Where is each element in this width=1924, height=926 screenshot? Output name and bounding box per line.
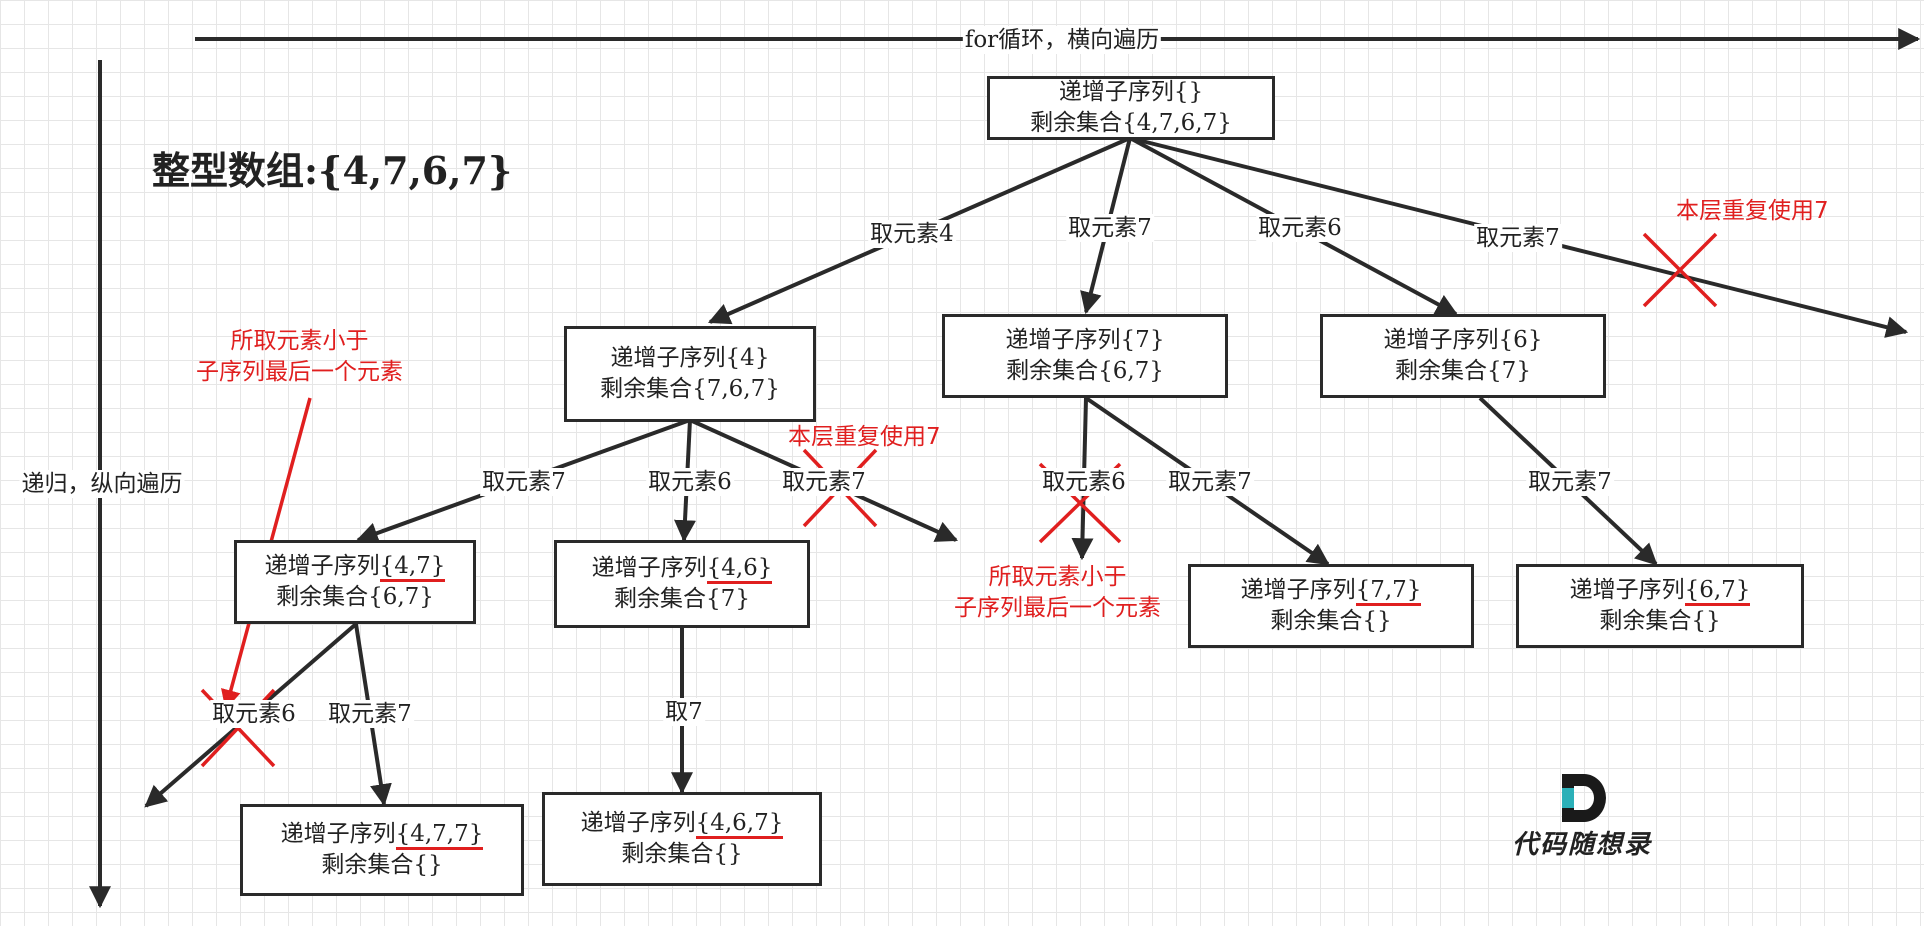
horizontal-axis-label: for循环，横向遍历 — [962, 26, 1162, 54]
node-4-subsequence: 递增子序列{4} — [610, 345, 770, 371]
vertical-axis-label: 递归，纵向遍历 — [19, 470, 185, 498]
node-6: 递增子序列{6} 剩余集合{7} — [1320, 314, 1606, 398]
annotation-smaller-mid-line1: 所取元素小于 — [988, 564, 1127, 590]
node-4-6-7-prefix: 递增子序列 — [580, 810, 696, 836]
node-4: 递增子序列{4} 剩余集合{7,6,7} — [564, 326, 816, 422]
edge-label-root-6: 取元素6 — [1256, 214, 1344, 242]
annotation-smaller-mid-line2: 子序列最后一个元素 — [954, 595, 1161, 621]
node-7-subsequence: 递增子序列{7} — [1005, 327, 1165, 353]
edge-label-root-4: 取元素4 — [868, 220, 956, 248]
edge-label-n6-7: 取元素7 — [1526, 468, 1614, 496]
node-7-7: 递增子序列{7,7} 剩余集合{} — [1188, 564, 1474, 648]
node-4-6: 递增子序列{4,6} 剩余集合{7} — [554, 540, 810, 628]
node-root-subsequence: 递增子序列{} — [1058, 79, 1204, 105]
annotation-duplicate-mid: 本层重复使用7 — [788, 424, 941, 450]
node-7-7-prefix: 递增子序列 — [1240, 577, 1356, 603]
node-4-7-7-remaining: 剩余集合{} — [321, 852, 443, 878]
node-4-6-7-remaining: 剩余集合{} — [621, 841, 743, 867]
cross-top-right — [1642, 232, 1718, 308]
annotation-smaller-mid: 所取元素小于 子序列最后一个元素 — [954, 562, 1161, 624]
edge-label-n46-7: 取7 — [663, 698, 705, 726]
node-7: 递增子序列{7} 剩余集合{6,7} — [942, 314, 1228, 398]
node-4-6-remaining: 剩余集合{7} — [614, 586, 750, 612]
edge-label-n47-7: 取元素7 — [326, 700, 414, 728]
node-4-7-7-prefix: 递增子序列 — [280, 821, 396, 847]
edge-label-root-7: 取元素7 — [1066, 214, 1154, 242]
node-4-7-remaining: 剩余集合{6,7} — [276, 584, 434, 610]
edge-label-n4-7b: 取元素7 — [780, 468, 868, 496]
node-4-7-prefix: 递增子序列 — [264, 553, 380, 579]
node-7-remaining: 剩余集合{6,7} — [1006, 358, 1164, 384]
edge-label-n7-7: 取元素7 — [1166, 468, 1254, 496]
node-7-7-remaining: 剩余集合{} — [1270, 608, 1392, 634]
edge-label-root-7b: 取元素7 — [1474, 224, 1562, 252]
node-4-7-7: 递增子序列{4,7,7} 剩余集合{} — [240, 804, 524, 896]
node-6-7-prefix: 递增子序列 — [1569, 577, 1685, 603]
annotation-smaller-left-line1: 所取元素小于 — [230, 328, 369, 354]
node-6-7: 递增子序列{6,7} 剩余集合{} — [1516, 564, 1804, 648]
node-root: 递增子序列{} 剩余集合{4,7,6,7} — [987, 76, 1275, 140]
edge-label-n4-7: 取元素7 — [480, 468, 568, 496]
edge-label-n4-6: 取元素6 — [646, 468, 734, 496]
annotation-smaller-left-line2: 子序列最后一个元素 — [196, 359, 403, 385]
node-4-7: 递增子序列{4,7} 剩余集合{6,7} — [234, 540, 476, 624]
node-4-6-set: {4,6} — [706, 555, 773, 584]
node-6-subsequence: 递增子序列{6} — [1383, 327, 1543, 353]
node-4-6-7-set: {4,6,7} — [695, 810, 784, 839]
node-4-6-prefix: 递增子序列 — [591, 555, 707, 581]
annotation-smaller-left: 所取元素小于 子序列最后一个元素 — [196, 326, 403, 388]
node-6-7-remaining: 剩余集合{} — [1599, 608, 1721, 634]
logo: 代码随想录 — [1502, 774, 1662, 864]
logo-d-icon — [1562, 774, 1606, 822]
node-4-remaining: 剩余集合{7,6,7} — [600, 376, 780, 402]
array-title: 整型数组:{4,7,6,7} — [152, 148, 513, 193]
edge-label-n47-6: 取元素6 — [210, 700, 298, 728]
logo-text: 代码随想录 — [1511, 830, 1652, 860]
edge-label-n7-6: 取元素6 — [1040, 468, 1128, 496]
node-root-remaining: 剩余集合{4,7,6,7} — [1030, 110, 1232, 136]
node-7-7-set: {7,7} — [1355, 577, 1422, 606]
node-6-7-set: {6,7} — [1684, 577, 1751, 606]
node-4-6-7: 递增子序列{4,6,7} 剩余集合{} — [542, 792, 822, 886]
node-4-7-7-set: {4,7,7} — [395, 821, 484, 850]
annotation-duplicate-top: 本层重复使用7 — [1676, 198, 1829, 224]
node-6-remaining: 剩余集合{7} — [1395, 358, 1531, 384]
node-4-7-set: {4,7} — [379, 553, 446, 582]
